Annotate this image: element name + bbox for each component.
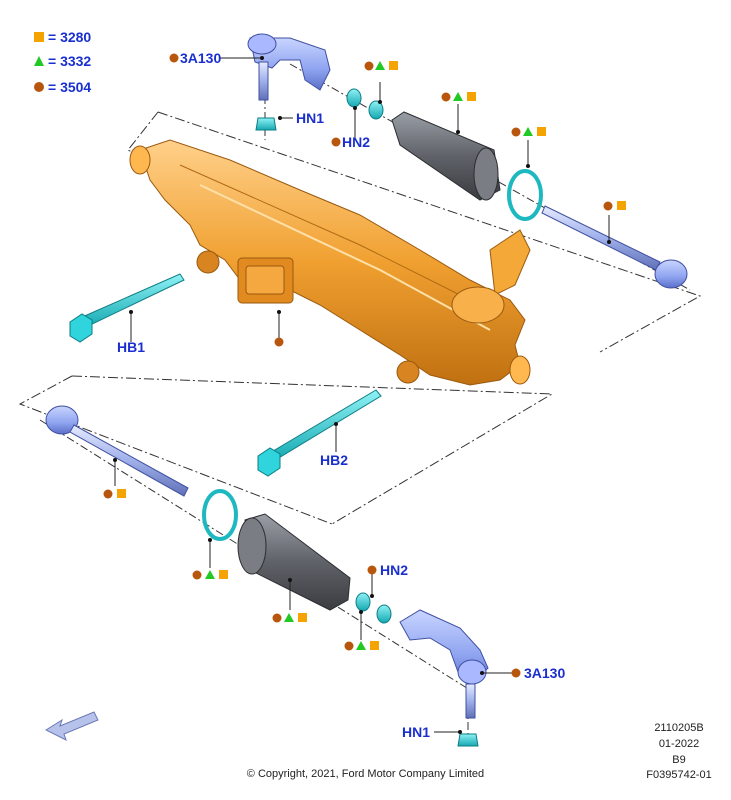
- leader-dots: [113, 56, 611, 734]
- inner-tie-rod-upper: [541, 205, 688, 289]
- diagram-date: 01-2022: [658, 738, 700, 750]
- callout-hn2-lower: HN2: [380, 562, 408, 578]
- circle-marker-icon: [34, 82, 44, 92]
- callout-hn1-upper: HN1: [296, 110, 324, 126]
- boot-upper: [391, 111, 501, 201]
- nut-upper: [255, 117, 277, 131]
- bolt-center: [257, 389, 382, 477]
- steering-gear-housing: [129, 139, 531, 386]
- figure-id: F0395742-01: [646, 769, 712, 781]
- inner-tie-rod-lower: [45, 405, 189, 497]
- diagram-code: 2110205B: [654, 722, 704, 734]
- tie-rod-end-lower: [399, 609, 489, 719]
- assembly-outline-lower: [18, 375, 554, 525]
- clamp-lower: [202, 489, 238, 541]
- legend-label: = 3280: [48, 29, 91, 45]
- marker-group-rod-lower: [103, 489, 126, 499]
- circle-marker-icon: [274, 337, 284, 347]
- marker-group-boot-lower: [272, 613, 307, 623]
- marker-group-clamp-lower: [192, 570, 228, 580]
- circle-marker-icon: [367, 565, 377, 575]
- marker-group-boot-upper: [441, 92, 476, 102]
- boot-lower: [237, 513, 351, 611]
- tie-rod-end-upper: [247, 33, 331, 101]
- jam-nut-lower: [355, 592, 392, 624]
- marker-group-jam-nut-upper: [364, 61, 398, 71]
- diagram-version: B9: [672, 754, 686, 766]
- legend-item-3280: = 3280: [34, 29, 91, 45]
- circle-marker-icon: [169, 53, 179, 63]
- circle-marker-icon: [511, 668, 521, 678]
- marker-group-rod-upper: [603, 201, 626, 211]
- callout-hn1-lower: HN1: [402, 724, 430, 740]
- callout-3a130-lower: 3A130: [524, 665, 565, 681]
- legend-item-3504: = 3504: [34, 79, 91, 95]
- nut-lower: [457, 733, 479, 747]
- jam-nut-upper: [346, 88, 384, 120]
- square-marker-icon: [34, 32, 44, 42]
- circle-marker-icon: [331, 137, 341, 147]
- callout-hb1: HB1: [117, 339, 145, 355]
- leader-lines: [114, 57, 610, 733]
- callout-3a130-upper: 3A130: [180, 50, 221, 66]
- callout-hb2: HB2: [320, 452, 348, 468]
- legend-label: = 3332: [48, 53, 91, 69]
- legend-label: = 3504: [48, 79, 91, 95]
- marker-group-clamp-upper: [511, 127, 546, 137]
- marker-group-jam-nut-lower: [344, 641, 379, 651]
- legend-item-3332: = 3332: [34, 53, 91, 69]
- copyright-notice: © Copyright, 2021, Ford Motor Company Li…: [246, 768, 485, 780]
- front-direction-arrow-icon: [44, 711, 99, 741]
- bolt-left: [69, 273, 185, 343]
- callout-hn2-upper: HN2: [342, 134, 370, 150]
- legend: = 3280 = 3332 = 3504: [34, 29, 91, 95]
- triangle-marker-icon: [34, 56, 44, 66]
- spec-markers: [103, 53, 626, 678]
- clamp-upper: [507, 169, 543, 221]
